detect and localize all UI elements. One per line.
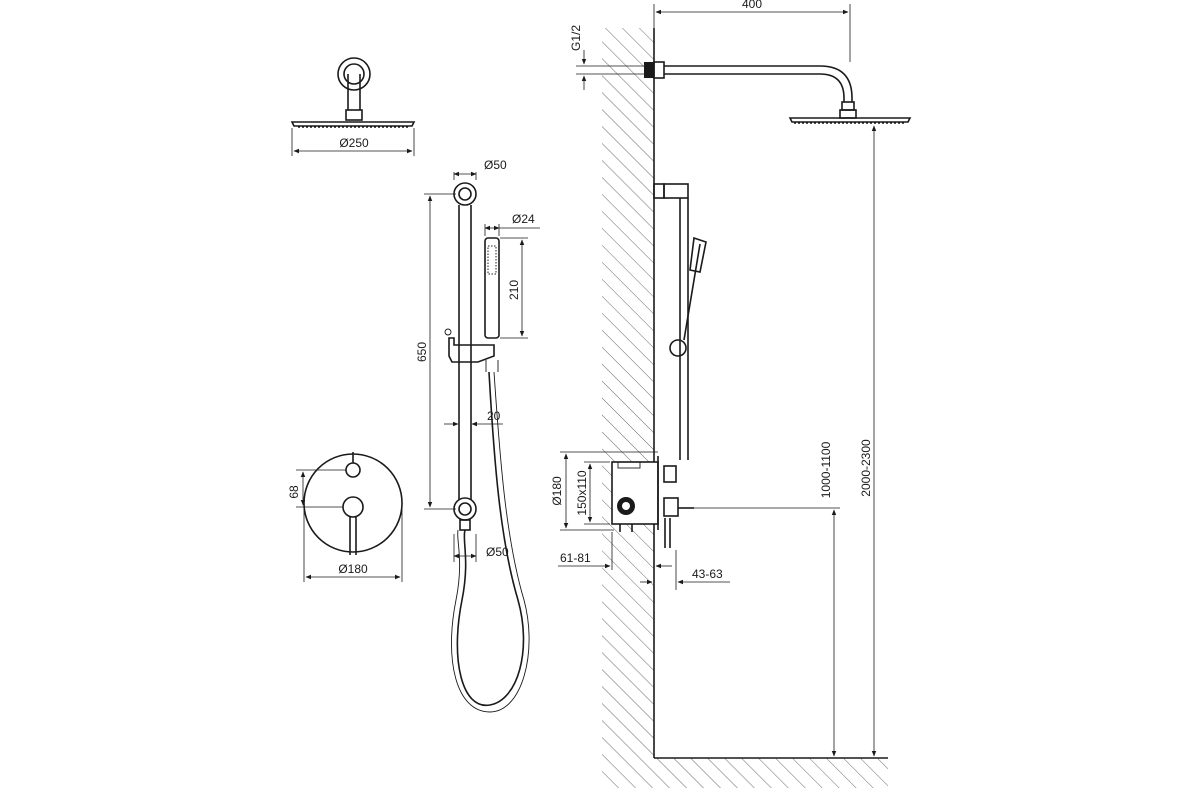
rail-top-diameter-dimension: Ø50 [453, 158, 507, 180]
arm-length-dimension: 400 [653, 0, 851, 62]
plate-diameter-dimension: Ø180 [303, 505, 403, 582]
slide-rail-side-view [653, 183, 707, 483]
handshower-diameter-label: Ø24 [512, 212, 535, 226]
head-shower-side-view [788, 109, 912, 124]
shower-hose [451, 371, 530, 713]
thread-dimension: G1/2 [569, 25, 644, 90]
handshower-length-label: 210 [507, 280, 521, 300]
head-height-dimension: 2000-2300 [859, 125, 877, 757]
handshower-length-dimension: 210 [500, 237, 528, 339]
handshower-diameter-dimension: Ø24 [484, 212, 540, 236]
thread-label: G1/2 [569, 25, 583, 51]
hand-shower-front-view [484, 237, 500, 372]
shower-arm-side-view [644, 61, 855, 111]
rail-width-label: 20 [487, 409, 501, 423]
floor-section [602, 757, 888, 788]
slide-rail-front-view [444, 182, 495, 531]
box-diameter-dimension: Ø180 [550, 451, 658, 531]
handles-spacing-label: 68 [287, 485, 301, 499]
arm-length-label: 400 [742, 0, 762, 11]
box-depth-label: 61-81 [560, 551, 591, 565]
box-diameter-label: Ø180 [550, 476, 564, 506]
mixer-height-dimension: 1000-1100 [694, 441, 840, 757]
head-height-label: 2000-2300 [859, 439, 873, 497]
box-size-dimension: 150x110 [575, 461, 610, 525]
box-depth-dimension: 61-81 [558, 532, 672, 570]
mixer-height-label: 1000-1100 [819, 441, 833, 498]
head-diameter-dimension: Ø250 [291, 128, 415, 156]
handles-spacing-dimension: 68 [287, 469, 346, 508]
concealed-box-side-view [611, 461, 659, 532]
rail-length-label: 650 [415, 342, 429, 362]
wall-section [602, 28, 655, 758]
rail-length-dimension: 650 [415, 193, 456, 510]
rail-width-dimension: 20 [444, 409, 503, 427]
head-diameter-label: Ø250 [339, 136, 369, 150]
plate-diameter-label: Ø180 [338, 562, 368, 576]
rail-top-diameter-label: Ø50 [484, 158, 507, 172]
plate-projection-dimension: 43-63 [640, 550, 730, 590]
head-shower-front-view [290, 57, 416, 128]
rail-bottom-diameter-dimension: Ø50 [453, 534, 509, 562]
mixer-plate-side-view [657, 456, 694, 548]
rail-bottom-diameter-label: Ø50 [486, 545, 509, 559]
plate-projection-label: 43-63 [692, 567, 723, 581]
mixer-plate-front-view [303, 452, 403, 555]
box-size-label: 150x110 [575, 470, 589, 515]
